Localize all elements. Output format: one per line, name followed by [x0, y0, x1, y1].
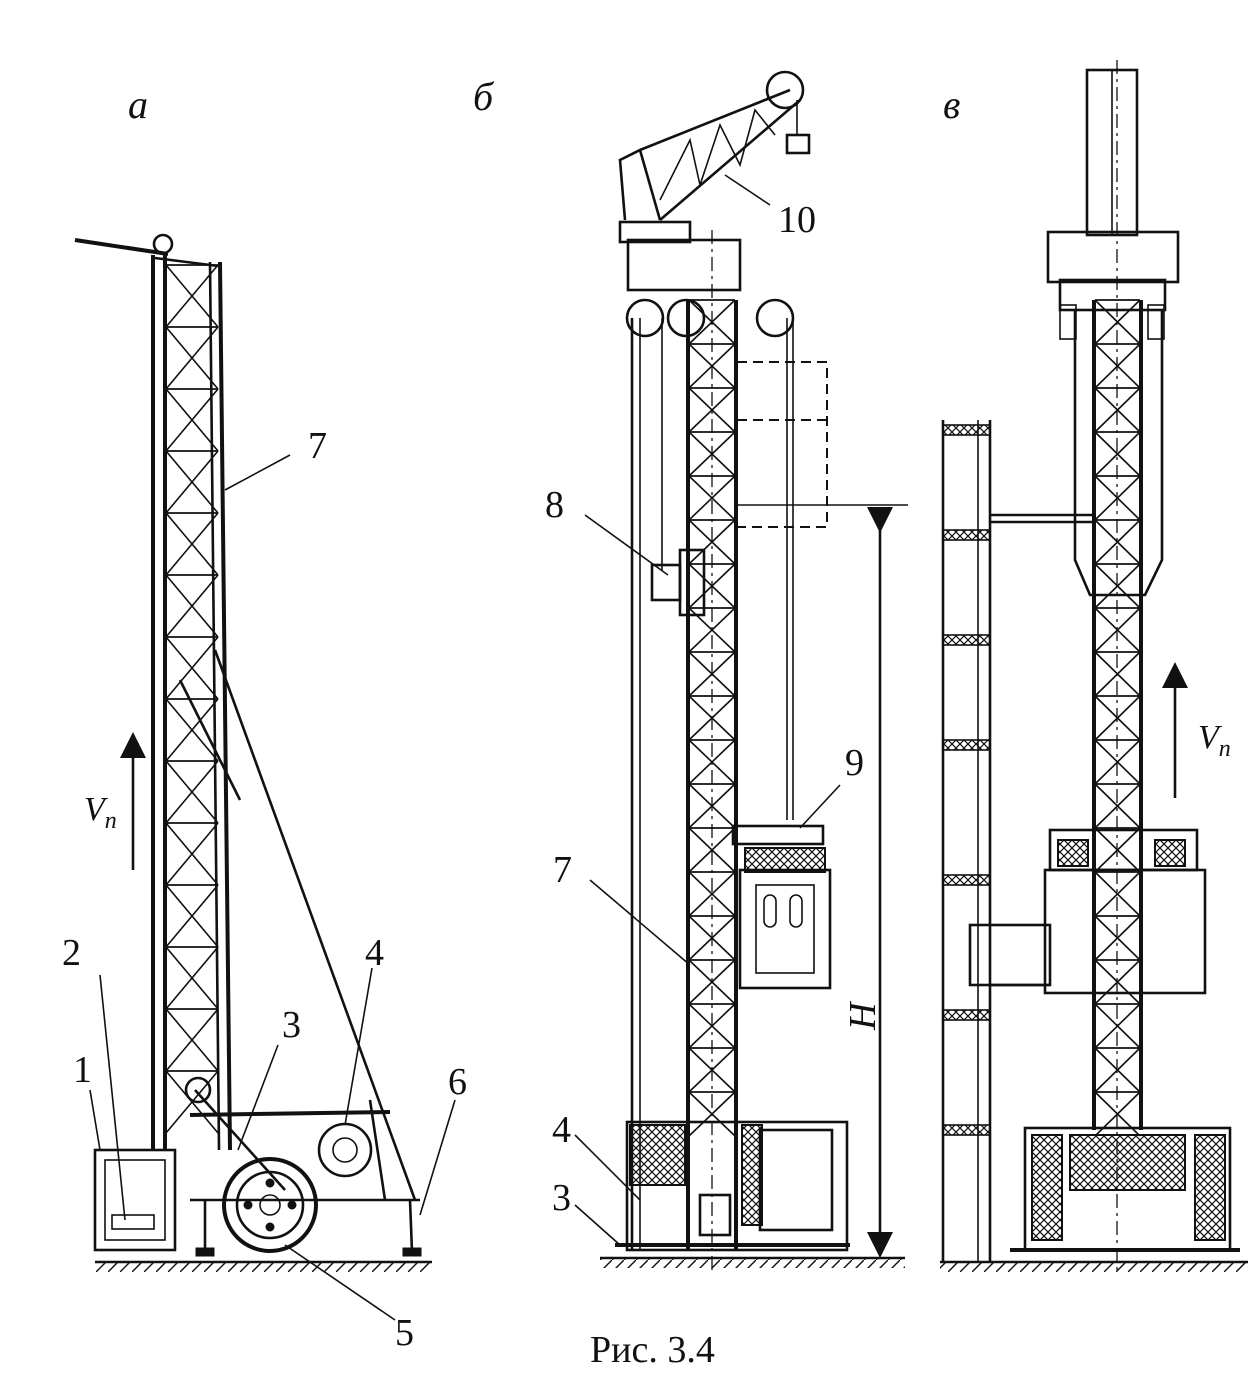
lattice-member	[1094, 475, 1141, 521]
lattice-member	[165, 574, 219, 638]
callout-b-4: 4	[552, 1109, 571, 1151]
lattice-member	[1094, 563, 1141, 609]
floor-slab	[942, 874, 991, 886]
lattice-member	[688, 475, 736, 521]
lattice-member	[1094, 783, 1141, 829]
lattice-member	[688, 783, 736, 829]
floor-slab	[942, 424, 991, 436]
figure-caption: Рис. 3.4	[590, 1329, 715, 1371]
lattice-member	[1094, 1003, 1141, 1049]
panel-a-callouts: 7 1 2 3 4 5 6 Vn	[62, 425, 467, 1354]
panel-label-b: б	[473, 74, 495, 119]
lattice-member	[1094, 431, 1141, 477]
lattice-member	[1094, 651, 1141, 697]
callout-a-7: 7	[308, 425, 327, 467]
panel-b-drawing	[600, 70, 908, 1270]
panel-a-drawing	[74, 233, 432, 1272]
lattice-member	[688, 1047, 736, 1093]
lattice-member	[165, 760, 219, 824]
lattice-member	[1094, 1047, 1141, 1093]
callout-b-10: 10	[778, 199, 816, 241]
panel-c-drawing	[940, 60, 1248, 1272]
panel-label-a: а	[128, 82, 148, 127]
panel-c-callouts: Vn	[1162, 662, 1231, 798]
callout-b-8: 8	[545, 484, 564, 526]
lattice-member	[688, 915, 736, 961]
lattice-member	[688, 1003, 736, 1049]
lattice-member	[688, 607, 736, 653]
lattice-member	[165, 1070, 219, 1134]
callout-a-1: 1	[73, 1049, 92, 1091]
lattice-member	[1094, 343, 1141, 389]
lattice-member	[1094, 519, 1141, 565]
floor-slab	[942, 529, 991, 541]
lattice-member	[165, 388, 219, 452]
lattice-member	[1094, 915, 1141, 961]
lattice-member	[165, 884, 219, 948]
lattice-member	[165, 946, 219, 1010]
lattice-member	[688, 827, 736, 873]
callout-b-9: 9	[845, 742, 864, 784]
lattice-member	[688, 739, 736, 785]
lattice-member	[165, 698, 219, 762]
callout-a-5: 5	[395, 1312, 414, 1354]
lattice-member	[165, 636, 219, 700]
floor-slab	[942, 1124, 991, 1136]
lattice-member	[688, 1091, 736, 1137]
lattice-member	[165, 512, 219, 576]
lattice-member	[1094, 827, 1141, 873]
floor-slab	[942, 1009, 991, 1021]
lattice-member	[1094, 739, 1141, 785]
symbol-vn-c: Vn	[1198, 719, 1231, 762]
lattice-member	[688, 431, 736, 477]
callout-a-6: 6	[448, 1061, 467, 1103]
lattice-member	[688, 387, 736, 433]
panel-b-callouts: 10 8 9 7 4 3 H	[545, 174, 884, 1246]
symbol-h: H	[842, 1000, 884, 1031]
lattice-member	[688, 299, 736, 345]
lattice-member	[165, 1008, 219, 1072]
lattice-member	[1094, 959, 1141, 1005]
lattice-member	[688, 519, 736, 565]
lattice-member	[1094, 871, 1141, 917]
callout-b-3: 3	[552, 1177, 571, 1219]
lattice-member	[165, 822, 219, 886]
lattice-member	[1094, 607, 1141, 653]
symbol-vn-a: Vn	[84, 791, 117, 834]
lattice-member	[688, 343, 736, 389]
callout-a-3: 3	[282, 1004, 301, 1046]
lattice-member	[688, 871, 736, 917]
panel-label-c: в	[943, 82, 960, 127]
floor-slab	[942, 739, 991, 751]
lattice-member	[688, 651, 736, 697]
callout-b-7: 7	[553, 849, 572, 891]
lattice-member	[165, 264, 219, 328]
lattice-member	[688, 563, 736, 609]
lattice-member	[165, 326, 219, 390]
lattice-member	[1094, 387, 1141, 433]
callout-a-2: 2	[62, 932, 81, 974]
lattice-member	[1094, 299, 1141, 345]
lattice-member	[1094, 695, 1141, 741]
lattice-member	[165, 450, 219, 514]
floor-slab	[942, 634, 991, 646]
lattice-member	[688, 959, 736, 1005]
callout-a-4: 4	[365, 932, 384, 974]
lattice-member	[688, 695, 736, 741]
